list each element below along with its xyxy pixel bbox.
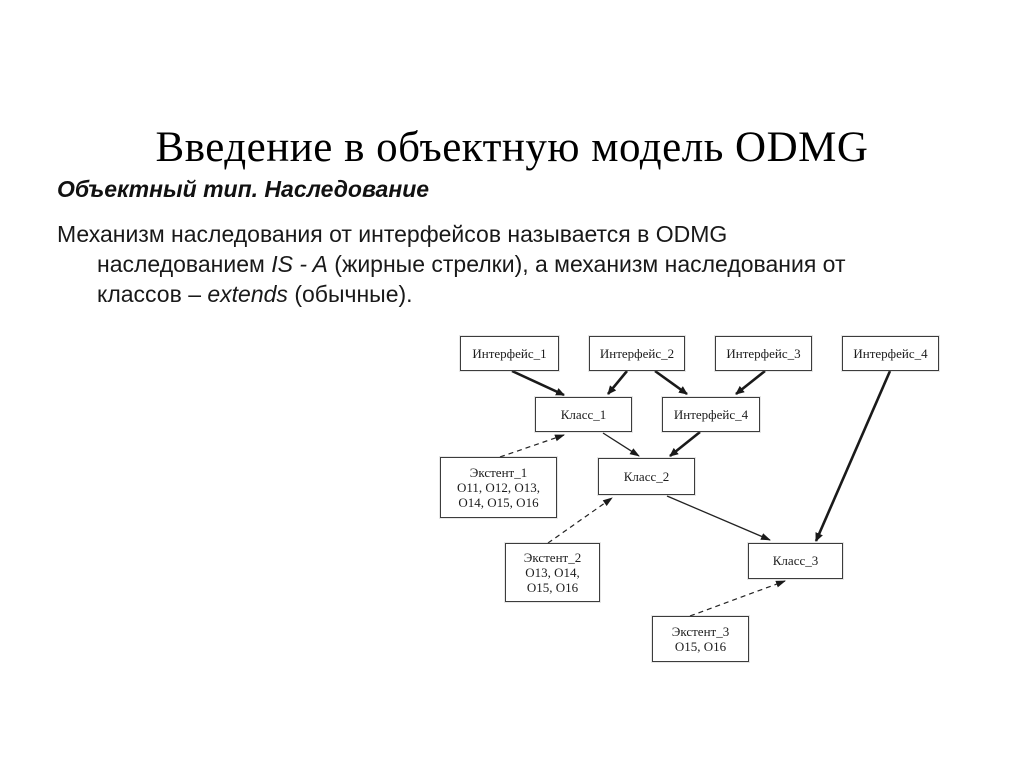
- paragraph-line-3: классов – extends (обычные).: [97, 281, 413, 307]
- node-interface-2: Интерфейс_2: [589, 336, 685, 371]
- paragraph-line-1: Механизм наследования от интерфейсов наз…: [57, 221, 728, 247]
- arrow-isa-iface2-klass1: [606, 370, 629, 395]
- arrow-extends-klass1-klass2: [602, 432, 640, 457]
- arrow-isa-iface4top-klass3: [814, 370, 892, 542]
- node-extent-3: Экстент_3 О15, О16: [652, 616, 749, 662]
- node-class-1: Класс_1: [535, 397, 632, 432]
- arrow-extent3-klass3: [689, 580, 786, 617]
- node-extent-2: Экстент_2 О13, О14, О15, О16: [505, 543, 600, 602]
- node-interface-4-mid: Интерфейс_4: [662, 397, 760, 432]
- node-extent-1: Экстент_1 О11, О12, О13, О14, О15, О16: [440, 457, 557, 518]
- inheritance-diagram: Интерфейс_1 Интерфейс_2 Интерфейс_3 Инте…: [437, 333, 942, 668]
- arrow-extent1-klass1: [499, 434, 565, 458]
- node-interface-3: Интерфейс_3: [715, 336, 812, 371]
- node-class-2: Класс_2: [598, 458, 695, 495]
- arrow-extent2-klass2: [547, 497, 613, 544]
- slide-title: Введение в объектную модель ODMG: [155, 123, 869, 171]
- paragraph-line-2: наследованием IS - A (жирные стрелки), а…: [97, 251, 846, 277]
- node-class-3: Класс_3: [748, 543, 843, 579]
- extends-term: extends: [207, 281, 288, 307]
- node-interface-4-top: Интерфейс_4: [842, 336, 939, 371]
- section-heading: Объектный тип. Наследование: [57, 176, 430, 202]
- diagram-arrows: [499, 369, 892, 617]
- arrow-extends-klass2-klass3: [666, 495, 771, 541]
- arrow-isa-iface4-klass2: [669, 430, 701, 458]
- arrow-isa-iface1-klass1: [511, 369, 565, 397]
- isa-term: IS - A: [271, 251, 328, 277]
- arrow-isa-iface2-iface4: [654, 369, 688, 396]
- arrow-isa-iface3-iface4: [735, 369, 766, 396]
- node-interface-1: Интерфейс_1: [460, 336, 559, 371]
- body-paragraph: Механизм наследования от интерфейсов наз…: [57, 219, 927, 309]
